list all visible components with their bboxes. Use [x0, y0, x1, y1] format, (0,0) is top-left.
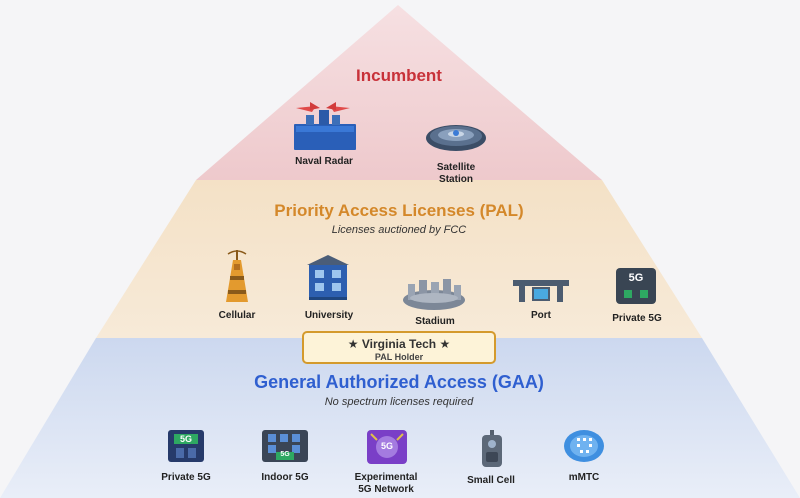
five-g-badge: 5G [280, 451, 290, 458]
satellite-dish-icon [426, 125, 486, 151]
satellite-station-label: Satellite Station [436, 162, 476, 185]
private-5g-icon: 5G [616, 268, 656, 304]
pal-holder-name: ★ Virginia Tech ★ [347, 337, 451, 351]
university-building-icon [307, 255, 349, 300]
private-5g-icon: 5G [168, 430, 204, 462]
experimental-5g-label: Experimental 5G Network [354, 472, 418, 495]
indoor-5g-icon: 5G [262, 430, 308, 462]
gaa-subtitle: No spectrum licenses required [324, 396, 474, 408]
indoor-5g-label: Indoor 5G [261, 472, 309, 483]
pal-holder-badge: ★ Virginia Tech ★ PAL Holder [302, 331, 496, 364]
experimental-5g-icon: 5G [367, 430, 407, 464]
pal-holder-subtitle: PAL Holder [374, 352, 424, 362]
five-g-badge: 5G [380, 441, 393, 451]
incumbent-title: Incumbent [356, 66, 442, 85]
mmtc-label: mMTC [568, 472, 600, 483]
university-label: University [304, 310, 354, 321]
cellular-label: Cellular [218, 310, 256, 321]
cell-tower-icon [226, 250, 248, 302]
mmtc-icon [564, 430, 604, 462]
naval-radar-icon [294, 102, 356, 150]
gaa-title: General Authorized Access (GAA) [254, 372, 544, 392]
small-cell-icon [482, 430, 502, 467]
pal-title: Priority Access Licenses (PAL) [274, 201, 524, 220]
incumbent-tier [196, 5, 602, 180]
stadium-label: Stadium [415, 316, 455, 327]
five-g-badge: 5G [628, 272, 644, 284]
pal-private-5g-label: Private 5G [612, 313, 662, 324]
pal-tier [96, 180, 702, 338]
port-crane-icon [513, 280, 569, 302]
port-label: Port [531, 310, 551, 321]
pal-subtitle: Licenses auctioned by FCC [331, 224, 467, 236]
small-cell-label: Small Cell [467, 475, 515, 486]
naval-radar-label: Naval Radar [295, 156, 353, 167]
stadium-icon [403, 279, 465, 310]
gaa-private-5g-label: Private 5G [161, 472, 211, 483]
five-g-badge: 5G [179, 434, 192, 444]
